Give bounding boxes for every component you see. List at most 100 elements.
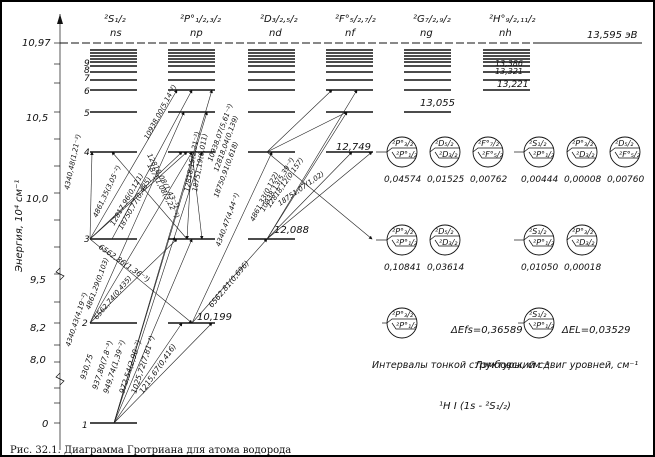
y-axis: 10,97 10,5 10,0 9,5 8,2 8,0 0 Энергия, 1… (13, 14, 65, 450)
splitting-diagrams: ²P°₃/₂ ²P°₁/₂ 0,04574 ²D₅/₂ ²D₃/₂ 0,01525 ²F°₇… (376, 136, 644, 339)
transition-arrow (266, 111, 348, 240)
splitting-value: 0,00762 (470, 175, 507, 185)
tick-label-0: 0 (42, 419, 48, 430)
splitting-value: 0,10841 (384, 263, 421, 273)
ground-state-label: ¹H I (1s - ²S₁/₂) (439, 401, 511, 412)
splitting-circle: ²F°₇/₂ ²F°₅/₂ 0,00762 (470, 136, 507, 185)
transition-arrow (113, 238, 193, 424)
level-number-1: 1 (82, 421, 88, 431)
energy-n7: 13,321 (495, 67, 523, 76)
split-lines (472, 147, 503, 159)
lamb-shift-title: Лэмбовский сдвиг уровней, см⁻¹ (474, 360, 638, 371)
level-numbers: 1 2 3 4 5 6 7 8 9 (82, 59, 90, 431)
upper-term: ²P°₃/₂ (572, 227, 594, 236)
lower-term: ²P°₁/₂ (396, 238, 418, 247)
level-number-9: 9 (84, 59, 90, 69)
splitting-value: 0,00018 (564, 263, 601, 273)
splitting-circle: ²P°₃/₂ ²P°₁/₂ (386, 307, 418, 339)
tick-label-8-2: 8,2 (30, 323, 46, 334)
splitting-circle: ²S₁/₂²P°₁/₂0,00444 (521, 136, 558, 185)
transition-arrow (185, 151, 193, 240)
series-term-p: ²P°₁/₂,₃/₂ (180, 14, 221, 25)
axis-arrow-icon (57, 14, 63, 24)
lower-term: ²D₃/₂ (576, 238, 595, 247)
splitting-value: 0,01050 (521, 263, 558, 273)
splitting-value: 0,04574 (384, 175, 421, 185)
lower-term: ²D₃/₂ (576, 150, 595, 159)
transition-arrow (266, 89, 333, 153)
transition-arrow (89, 151, 94, 240)
transition-arrow (266, 89, 358, 240)
upper-term: ²F°₇/₂ (478, 139, 500, 148)
level-number-8: 8 (84, 66, 90, 76)
level-number-4: 4 (84, 148, 90, 158)
level-number-5: 5 (84, 109, 90, 119)
transition-arrow (191, 151, 204, 240)
upper-term: ²D₅/₂ (615, 139, 634, 148)
energy-n3: 12,088 (274, 225, 309, 236)
transition-arrow (113, 151, 203, 424)
transition-arrow (111, 151, 188, 240)
series-term-s: ²S₁/₂ (104, 14, 126, 25)
level-number-6: 6 (84, 87, 90, 97)
y-axis-label: Энергия, 10⁴ см⁻¹ (13, 180, 25, 273)
transition-arrow (89, 238, 178, 324)
series-term-d: ²D₃/₂,₅/₂ (260, 14, 298, 25)
series-name-f: nf (345, 28, 356, 39)
transition-arrow (89, 151, 188, 240)
split-lines (523, 147, 554, 159)
lower-term: ²P°₁/₂ (533, 150, 555, 159)
upper-term: ²D₅/₂ (435, 139, 454, 148)
transition-label: 4340,47(4,44⁻²) (214, 192, 241, 248)
energy-n5: 13,055 (420, 98, 455, 109)
tick-label-10-0: 10,0 (26, 194, 48, 205)
splitting-circle: ²S₁/₂²P°₁/₂ (523, 307, 555, 339)
split-lines (429, 147, 460, 159)
fine-structure-title: Интервалы тонкой структуры, см⁻¹ (372, 360, 549, 371)
splitting-value: 0,00008 (564, 175, 601, 185)
split-lines (523, 318, 554, 330)
splitting-value: 0,00760 (607, 175, 644, 185)
level-number-3: 3 (84, 235, 90, 245)
transition-label: 6562,81(0,696) (207, 259, 251, 310)
split-lines (523, 235, 554, 247)
series-name-p: np (190, 28, 203, 39)
transition-arrow (191, 238, 268, 324)
energy-n4: 12,749 (336, 142, 371, 153)
transition-arrow (113, 322, 213, 424)
lower-term: ²P°₁/₂ (396, 321, 418, 330)
split-lines (566, 147, 597, 159)
splitting-circle: ²P°₃/₂ ²P°₁/₂ 0,04574 (384, 136, 421, 185)
lower-term: ²F°₅/₂ (619, 150, 641, 159)
upper-term: ²S₁/₂ (529, 227, 547, 236)
splitting-circle: ²S₁/₂ ²P°₁/₂ 0,01050 (521, 224, 558, 273)
tick-label-8-0: 8,0 (30, 355, 46, 366)
tick-label-10-5: 10,5 (26, 113, 48, 124)
transition-label: 4340,48(1,21⁻²) (63, 133, 83, 190)
upper-term: ²S₁/₂ (529, 139, 547, 148)
transitions (89, 89, 373, 424)
upper-term: ²P°₃/₂ (392, 139, 414, 148)
lower-term: ²P°₁/₂ (396, 150, 418, 159)
lower-term: ²D₃/₂ (439, 150, 458, 159)
upper-term: ²P°₃/₂ (392, 310, 414, 319)
lower-term: ²P°₁/₂ (533, 238, 555, 247)
splitting-value: 0,03614 (427, 263, 464, 273)
lower-term: ²F°₅/₂ (482, 150, 504, 159)
transition-arrow (266, 151, 373, 240)
upper-term: ²P°₃/₂ (392, 227, 414, 236)
transition-arrow (113, 89, 213, 424)
transition-arrow (89, 111, 185, 324)
series-name-h: nh (499, 28, 512, 39)
splitting-circle: ²P°₃/₂ ²D₃/₂ 0,00018 (564, 224, 601, 273)
lower-term: ²P°₁/₂ (533, 321, 555, 330)
level-number-2: 2 (82, 319, 88, 329)
series-name-g: ng (420, 28, 433, 39)
series-term-g: ²G₇/₂,₉/₂ (413, 14, 451, 25)
transition-arrow (89, 238, 193, 324)
splitting-value: 0,01525 (427, 175, 464, 185)
